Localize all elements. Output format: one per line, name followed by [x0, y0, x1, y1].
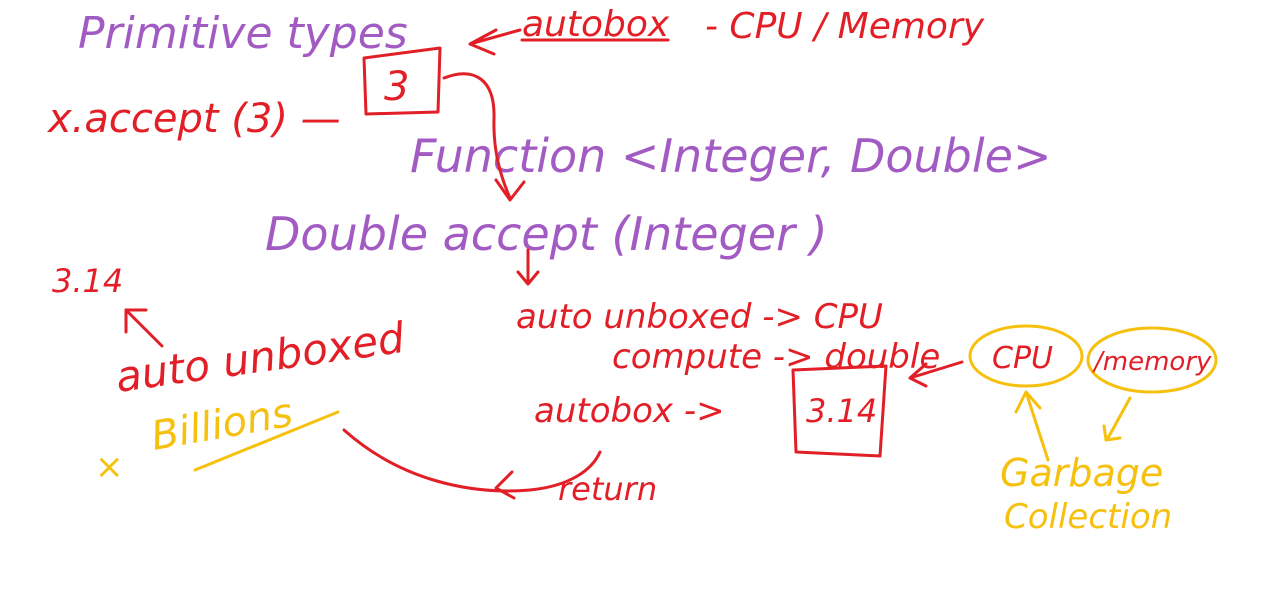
arrow-head-box-to-double: [494, 178, 526, 202]
garbage-text: Garbage: [1000, 451, 1163, 495]
arrow-memory-to-gc: [1102, 396, 1132, 442]
billions-underline: [193, 410, 340, 472]
cpu-circle-text: CPU: [992, 341, 1053, 376]
arrow-to-autobox: [468, 28, 522, 56]
arrow-to-314-left: [124, 308, 164, 348]
cpu-circle: [968, 324, 1084, 388]
arrow-cpu-to-box: [908, 360, 964, 388]
box-3-text: 3: [384, 64, 409, 110]
autobox-top-text: autobox: [522, 4, 670, 45]
auto-unboxed-cpu-text: auto unboxed -> CPU: [516, 297, 883, 337]
box-3: [362, 46, 442, 116]
collection-text: Collection: [1004, 497, 1172, 537]
return-text: return: [558, 470, 657, 508]
value-314-left: 3.14: [52, 262, 123, 300]
box-314-text: 3.14: [806, 392, 877, 430]
primitive-types-text: Primitive types: [78, 8, 408, 59]
return-curve: [342, 428, 602, 493]
auto-unboxed-left-text: auto unboxed: [113, 313, 408, 402]
arrow-gc-to-cpu: [1014, 390, 1050, 462]
memory-circle-text: /memory: [1092, 347, 1212, 377]
double-accept-text: Double accept (Integer ): [265, 207, 828, 261]
box-314: [791, 364, 888, 458]
billions-text: Billions: [148, 390, 296, 460]
x-accept-text: x.accept (3) —: [46, 96, 341, 142]
autobox-arrow-text: autobox ->: [534, 391, 725, 431]
cpu-memory-top-text: - CPU / Memory: [705, 6, 985, 47]
arrow-down-to-unboxed: [516, 248, 540, 286]
return-arrow-head: [494, 470, 516, 500]
arrow-box-to-double: [442, 72, 512, 200]
function-signature-text: Function <Integer, Double>: [410, 129, 1052, 183]
times-symbol: ×: [95, 447, 124, 487]
compute-double-text: compute -> double: [612, 337, 940, 377]
memory-circle: [1086, 326, 1218, 394]
